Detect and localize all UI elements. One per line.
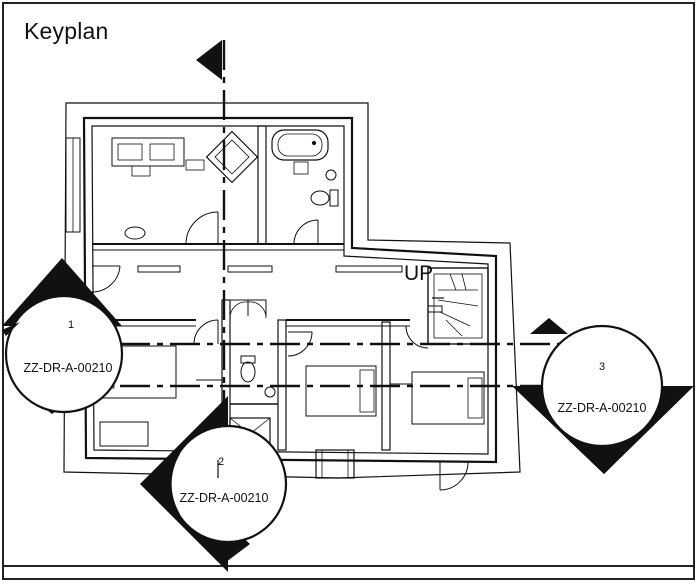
section-lines — [70, 40, 600, 562]
section-bubble-3: 3 ZZ-DR-A-00210 — [512, 324, 694, 474]
section-bubble-2: 2 ZZ-DR-A-00210 — [140, 396, 288, 572]
section-2-ref: ZZ-DR-A-00210 — [180, 491, 269, 505]
section-arrow-top — [196, 40, 222, 80]
stair-up-label: UP — [404, 262, 433, 285]
section-bubble-1: 1 ZZ-DR-A-00210 — [2, 258, 124, 414]
section-1-number: 1 — [68, 319, 74, 331]
section-3-number: 3 — [599, 361, 605, 373]
landing-and-stair — [91, 265, 489, 345]
section-arrow-right-small — [530, 318, 568, 334]
keyplan-title: Keyplan — [24, 18, 109, 44]
upper-rooms — [92, 125, 344, 251]
section-1-ref: ZZ-DR-A-00210 — [24, 361, 113, 375]
section-2-number: 2 — [218, 456, 224, 468]
section-3-ref: ZZ-DR-A-00210 — [558, 401, 647, 415]
external-walls — [63, 102, 521, 479]
